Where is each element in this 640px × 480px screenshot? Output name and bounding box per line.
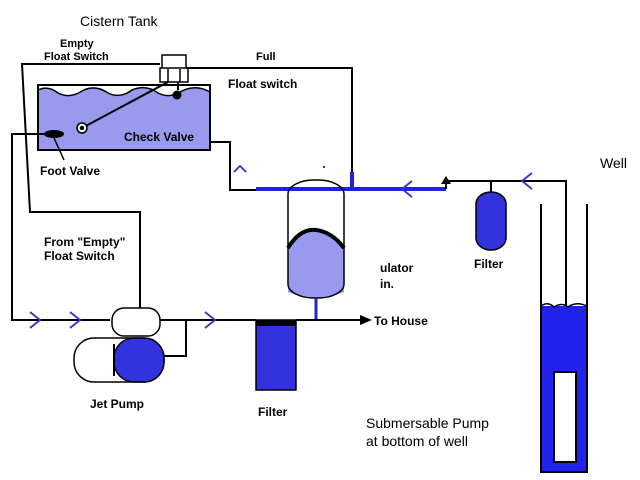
cistern-tank-label: Cistern Tank: [80, 13, 159, 29]
well-label: Well: [600, 155, 627, 171]
empty-float-switch-label-line2: Float Switch: [44, 51, 109, 63]
filter-bottom-label: Filter: [258, 405, 288, 419]
filter-bottom: [255, 319, 297, 391]
jet-pump-label: Jet Pump: [90, 397, 144, 411]
flow-arrows: [29, 164, 533, 329]
suction-pipe: [11, 133, 110, 321]
check-valve-pipe: [210, 141, 256, 191]
accumulator-label-line1: ulator: [380, 261, 414, 275]
well: [540, 204, 588, 473]
float-switch-housing: [76, 54, 189, 134]
empty-float-switch-label-line1: Empty: [60, 38, 95, 50]
to-house-arrow: [360, 315, 372, 325]
cistern-water: [38, 87, 210, 150]
empty-switch-wire: [20, 63, 160, 310]
accumulator-label-line2: in.: [380, 277, 394, 291]
full-float: [172, 90, 182, 100]
well-supply-pipe: [445, 180, 567, 372]
jet-pump: [73, 307, 165, 383]
float-switch-label: Float switch: [228, 77, 297, 91]
cistern-tank-outline: [37, 84, 211, 151]
from-empty-label-line2: Float Switch: [44, 249, 115, 263]
check-valve-label: Check Valve: [124, 130, 194, 144]
full-label: Full: [256, 51, 276, 63]
filter-right: [475, 191, 507, 251]
submersible-pump: [553, 371, 577, 463]
from-empty-label-line1: From "Empty": [44, 235, 125, 249]
filter-right-label: Filter: [474, 257, 504, 271]
submersible-pump-label-line1: Submersable Pump: [366, 415, 489, 431]
submersible-pump-label-line2: at bottom of well: [366, 433, 468, 449]
cistern-tank: [37, 84, 211, 151]
foot-valve: [44, 130, 64, 138]
accumulator-tank: [286, 166, 346, 320]
full-switch-wire: [186, 67, 353, 176]
foot-valve-label: Foot Valve: [40, 164, 100, 178]
to-house-label: To House: [374, 314, 428, 328]
